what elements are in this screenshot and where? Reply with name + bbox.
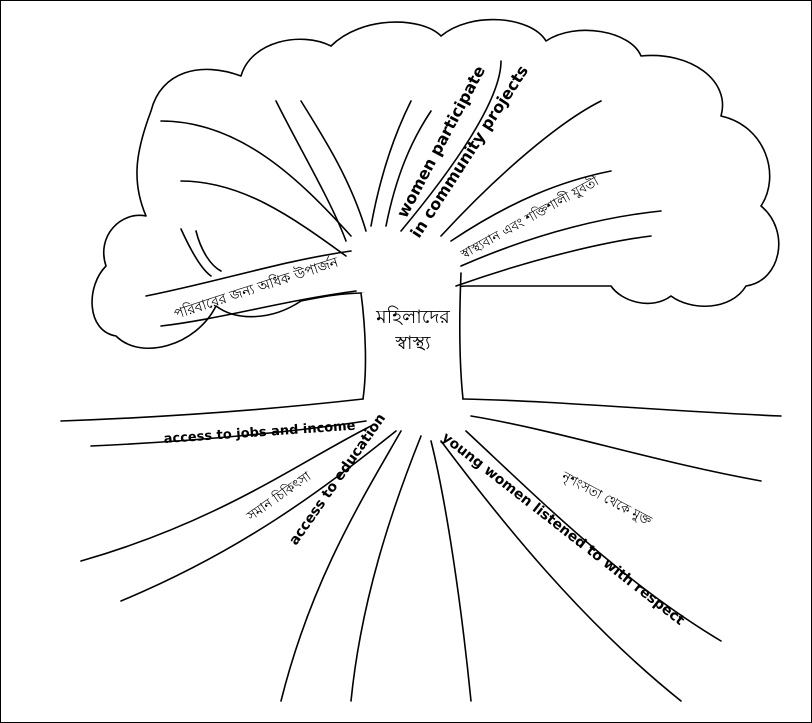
center-label-line1: মহিলাদের	[375, 306, 450, 328]
root-label-jobs-income: access to jobs and income	[163, 419, 356, 447]
root-label-young-women: young women listened to with respect	[439, 430, 688, 629]
root-right-2	[463, 399, 781, 416]
root-left-upper	[61, 399, 363, 421]
root-center-right-2	[466, 431, 721, 641]
root-right	[471, 416, 761, 481]
root-label-free-violence: নৃশংসতা থেকে মুক্ত	[558, 469, 654, 529]
root-center-left-2	[351, 436, 421, 701]
root-center	[431, 441, 471, 701]
center-label-line2: স্বাস্থ্য	[394, 332, 431, 354]
